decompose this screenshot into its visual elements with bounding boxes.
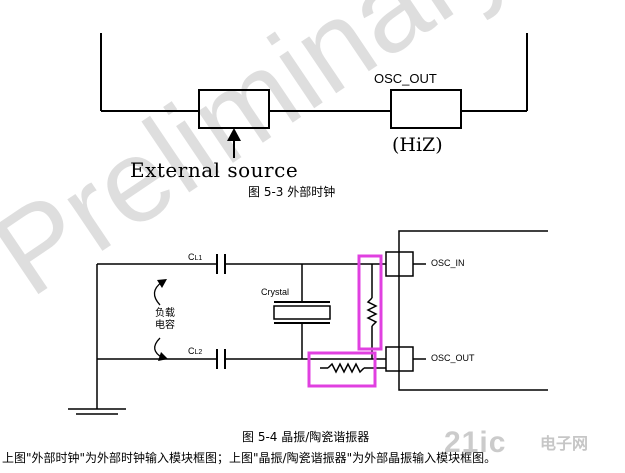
- fig54-osc-in-label: OSC_IN: [431, 258, 465, 268]
- fig54-caption: 图 5-4 晶振/陶瓷谐振器: [242, 430, 370, 444]
- fig53-source-arrow-head: [227, 128, 241, 141]
- fig54-crystal-label: Crystal: [261, 287, 290, 297]
- fig53-osc-out-label: OSC_OUT: [374, 71, 437, 86]
- fig54-rf-highlight-box: [357, 254, 383, 351]
- fig54-osc-out-label: OSC_OUT: [431, 353, 475, 363]
- description-text: 上图"外部时钟"为外部时钟输入模块框图；上图"晶振/陶瓷谐振器"为外部晶振输入模…: [2, 451, 497, 465]
- fig54-rf-zigzag: [366, 297, 378, 327]
- fig54-rs-zigzag: [327, 362, 365, 374]
- fig54-load-arrow-up-head: [157, 279, 167, 288]
- fig53-external-source-label: External source: [130, 158, 299, 182]
- fig54-load-arrows: [153, 279, 168, 361]
- fig54-highlights: [307, 254, 383, 388]
- fig54-cl2-label: CL2: [188, 346, 203, 356]
- fig53-hiz-label: (HiZ): [392, 134, 443, 156]
- fig54-load-arrow-down-head: [158, 352, 168, 361]
- brand-logo: 21ic: [444, 426, 507, 459]
- fig54-cl1-label: CL1: [188, 252, 203, 262]
- fig53-osc-in-box: [198, 89, 270, 129]
- fig54-load-capacitor-label: 负载电容: [155, 308, 175, 331]
- fig53-diagram: [100, 33, 528, 158]
- fig53-osc-out-box: [390, 89, 462, 129]
- fig54-chip-outline: [398, 230, 548, 391]
- fig54-crystal-body: [273, 305, 331, 320]
- fig54-diagram: [68, 230, 548, 415]
- fig54-rs-highlight-box: [307, 351, 377, 388]
- brand-text: 电子网: [540, 434, 589, 453]
- fig53-caption: 图 5-3 外部时钟: [248, 185, 336, 199]
